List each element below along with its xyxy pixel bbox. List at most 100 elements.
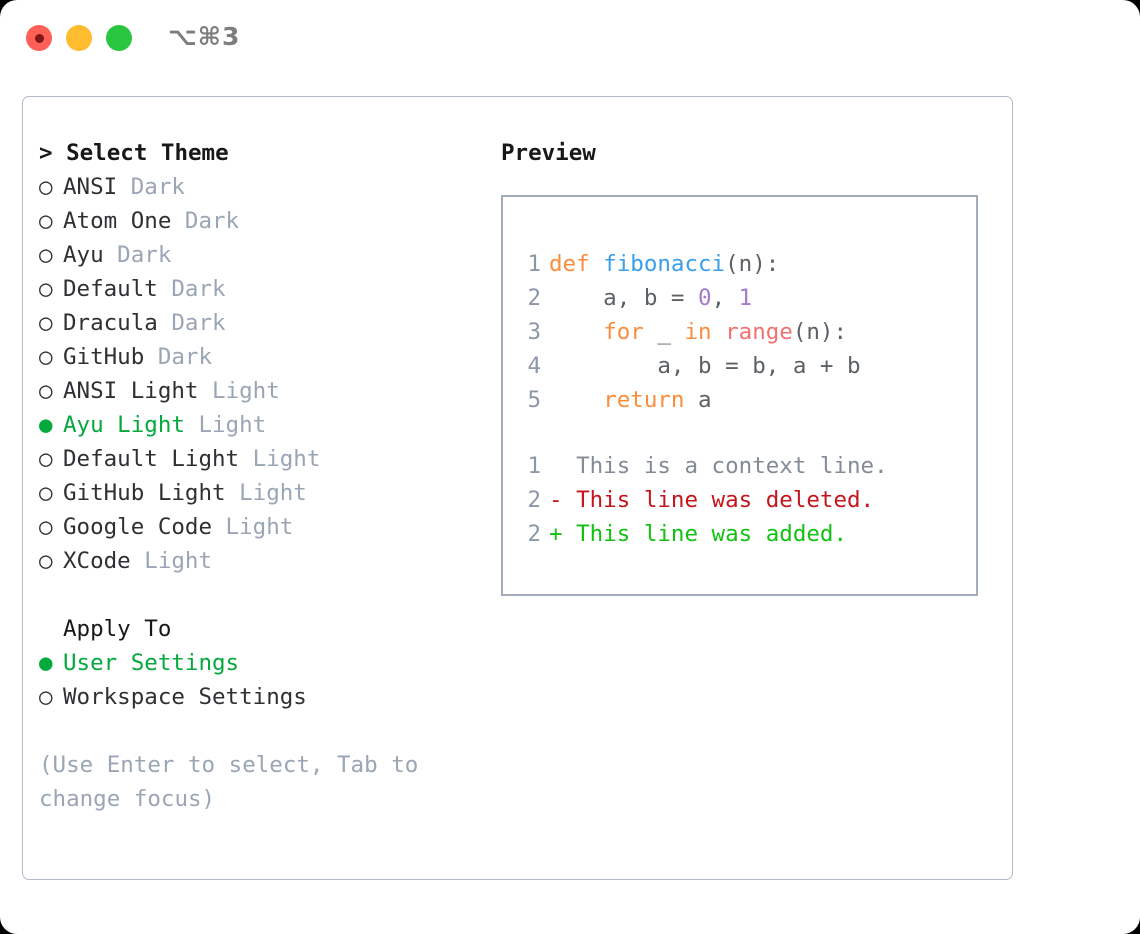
radio-empty-icon[interactable]: ○ [39,446,53,472]
theme-option[interactable]: ○ Default Dark [39,272,489,306]
theme-option-kind: Dark [157,310,226,336]
theme-option-name: ANSI Light [63,378,199,404]
theme-option-name: Atom One [63,208,172,234]
radio-empty-icon[interactable]: ○ [39,276,53,302]
code-line-number: 2 [527,285,541,311]
radio-empty-icon[interactable]: ○ [39,514,53,540]
code-token: (n): [725,251,780,277]
radio-empty-icon[interactable]: ○ [39,378,53,404]
prompt-caret-icon: > [39,140,53,166]
theme-option-kind: Light [198,378,280,404]
code-token: range [725,319,793,345]
theme-option-kind: Light [130,548,213,574]
theme-option[interactable]: ● Ayu Light Light [39,408,489,442]
diff-line-text: - This line was deleted. [549,487,875,513]
diff-line: 2 - This line was deleted. [519,483,888,517]
code-token: a [684,387,712,413]
code-token: (n): [792,319,848,345]
code-token: a, b = [549,285,699,311]
apply-to-option-name: User Settings [63,650,240,676]
theme-option-name: Dracula [63,310,158,336]
code-line: 4 a, b = b, a + b [519,349,861,383]
code-token: return [603,387,685,413]
code-line: 2 a, b = 0, 1 [519,281,861,315]
radio-empty-icon[interactable]: ○ [39,548,53,574]
apply-to-option[interactable]: ○Workspace Settings [39,680,489,714]
theme-option-kind: Dark [103,242,172,268]
radio-selected-icon[interactable]: ● [39,412,53,438]
radio-empty-icon[interactable]: ○ [39,684,53,710]
traffic-lights [26,25,132,51]
code-token: 1 [738,285,753,311]
diff-line: 2 + This line was added. [519,517,888,551]
code-token: , [711,285,739,311]
code-line: 3 for _ in range(n): [519,315,861,349]
radio-empty-icon[interactable]: ○ [39,174,53,200]
apply-to-list: ● User Settings ○Workspace Settings [39,646,489,714]
radio-empty-icon[interactable]: ○ [39,344,53,370]
code-token: in [684,319,712,345]
theme-option[interactable]: ○ANSI Dark [39,170,489,204]
theme-picker-column: > Select Theme ○ANSI Dark○Atom One Dark○… [39,136,489,816]
page-title-text [53,140,67,166]
theme-option[interactable]: ○ ANSI Light Light [39,374,489,408]
code-line-number: 4 [527,353,541,379]
diff-line: 1 This is a context line. [519,449,888,483]
theme-option[interactable]: ○ GitHub Light Light [39,476,489,510]
diff-line-number: 2 [527,487,541,513]
theme-option-name: XCode [63,548,131,574]
select-theme-label: Select Theme [66,140,229,166]
theme-option[interactable]: ○Google Code Light [39,510,489,544]
preview-heading: Preview [501,140,596,166]
theme-option-name: Ayu [63,242,104,268]
radio-selected-icon[interactable]: ● [39,650,53,676]
theme-option[interactable]: ○ XCode Light [39,544,489,578]
theme-option[interactable]: ○Default Light Light [39,442,489,476]
theme-option-kind: Dark [157,276,226,302]
radio-empty-icon[interactable]: ○ [39,480,53,506]
code-token: fibonacci [603,251,726,277]
theme-option-kind: Dark [171,208,240,234]
close-button[interactable] [26,25,52,51]
code-token: 0 [698,285,712,311]
code-line-number: 1 [527,251,541,277]
theme-option[interactable]: ○ Ayu Dark [39,238,489,272]
theme-option[interactable]: ○ GitHub Dark [39,340,489,374]
minimize-button[interactable] [66,25,92,51]
theme-option[interactable]: ○ Atom One Dark [39,204,489,238]
code-token: a, b = b, a + b [549,353,861,379]
code-line: 5 return a [519,383,861,417]
theme-option-kind: Dark [144,344,213,370]
radio-empty-icon[interactable]: ○ [39,208,53,234]
theme-option[interactable]: ○ Dracula Dark [39,306,489,340]
diff-line-number: 2 [527,521,541,547]
title-bar: ⌥⌘3 [0,0,1140,78]
radio-empty-icon[interactable]: ○ [39,242,53,268]
theme-option-name: Ayu Light [63,412,185,438]
maximize-button[interactable] [106,25,132,51]
code-token [712,319,726,345]
diff-line-text: + This line was added. [549,521,848,547]
radio-empty-icon[interactable]: ○ [39,310,53,336]
diff-line-text: This is a context line. [549,453,888,479]
theme-option-kind: Light [184,412,267,438]
code-token [549,319,603,345]
theme-option-name: Default [63,276,158,302]
diff-line-number: 1 [527,453,541,479]
code-line-number: 5 [527,387,541,413]
code-token [590,251,604,277]
main-panel: > Select Theme ○ANSI Dark○Atom One Dark○… [22,96,1013,880]
theme-option-name: Google Code [63,514,213,540]
theme-list: ○ANSI Dark○Atom One Dark○Ayu Dark○Defaul… [39,170,489,578]
theme-option-name: GitHub [63,344,145,370]
theme-option-name: GitHub Light [63,480,226,506]
code-token: def [549,251,590,277]
code-token: for [603,319,644,345]
theme-option-kind: Light [239,446,321,472]
apply-to-option[interactable]: ● User Settings [39,646,489,680]
page-title: > Select Theme [39,136,489,170]
theme-option-kind: Light [225,480,307,506]
